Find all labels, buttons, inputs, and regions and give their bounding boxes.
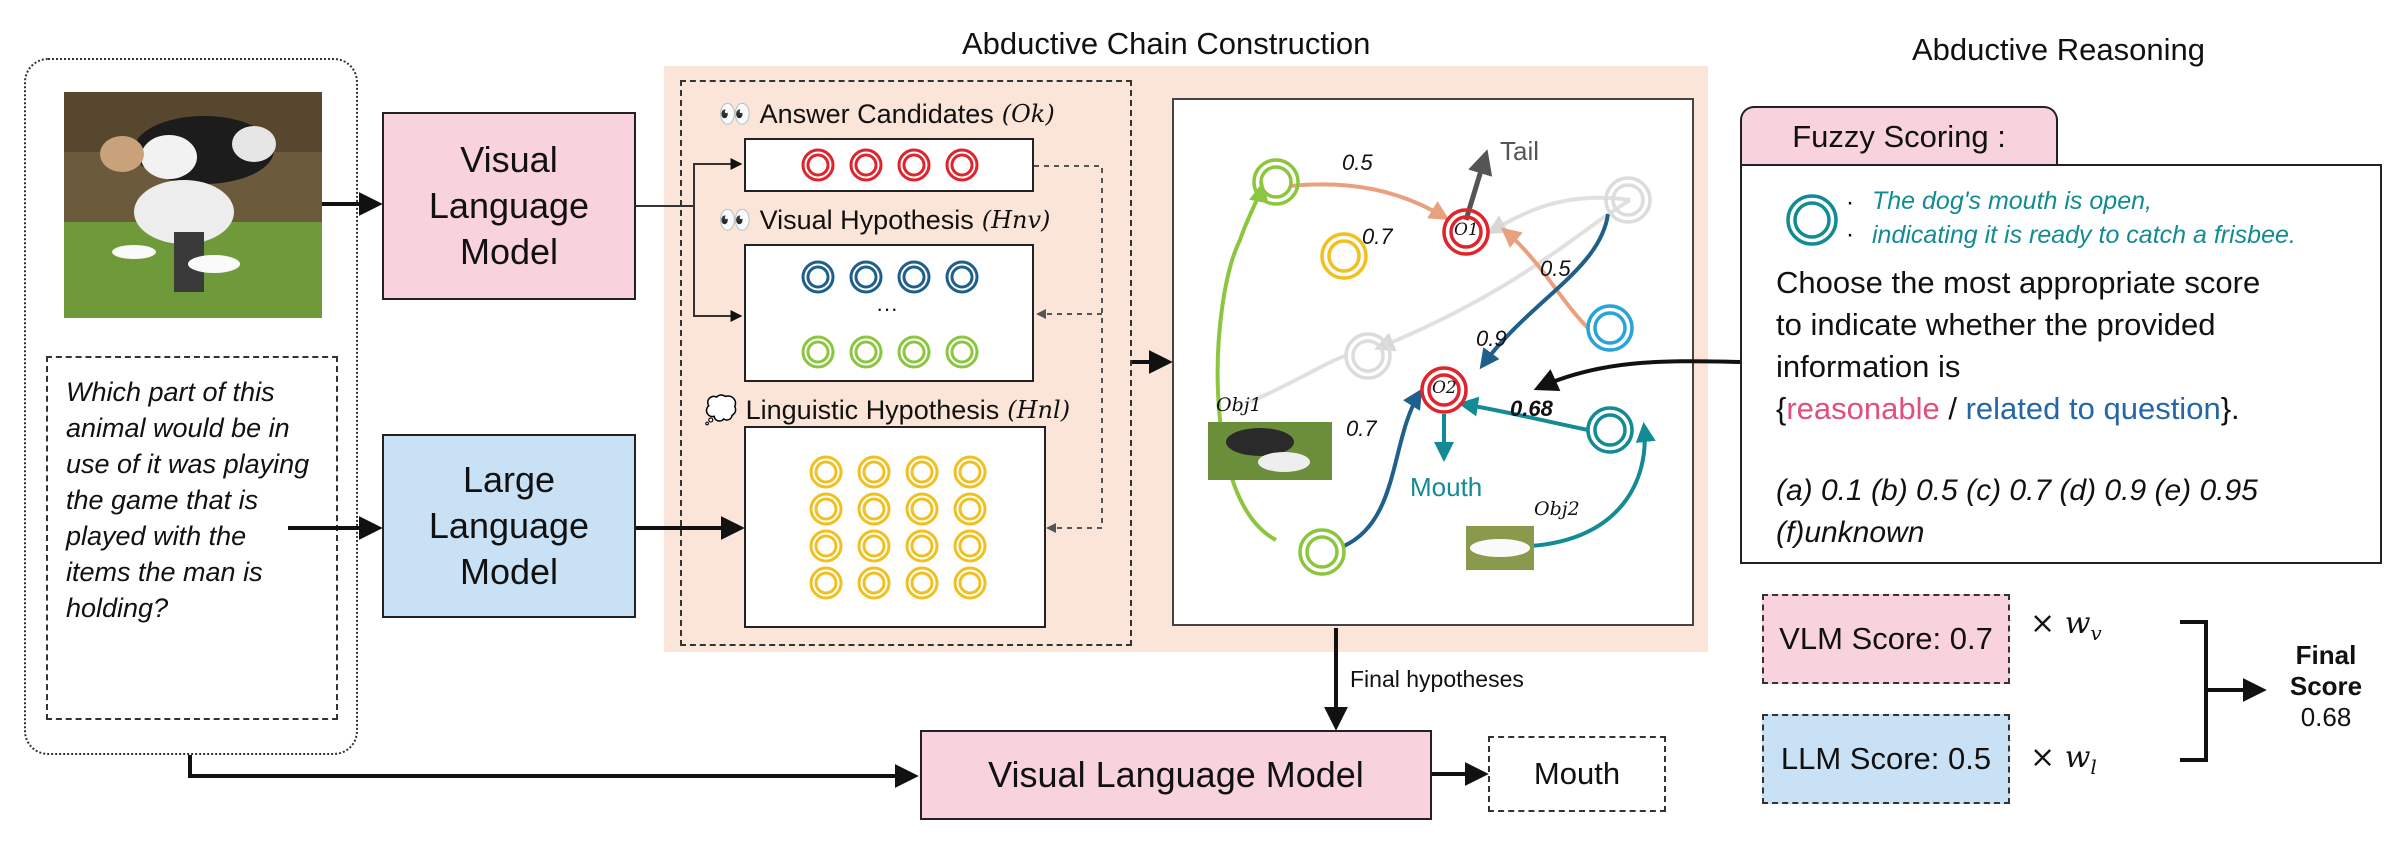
hypothesis-example: The dog's mouth is open, indicating it i… bbox=[1872, 187, 2296, 249]
hypothesis-panel bbox=[680, 80, 1132, 646]
eyes-icon: 👀 bbox=[718, 99, 752, 129]
o2-label: O2 bbox=[1432, 378, 1457, 398]
obj1-photo bbox=[1208, 422, 1332, 480]
reasoning-title: Abductive Reasoning bbox=[1912, 32, 2205, 67]
visual-hypothesis-node bbox=[945, 260, 979, 294]
vlm-bottom: Visual Language Model bbox=[920, 730, 1432, 820]
llm-weight: × wl bbox=[2030, 740, 2097, 779]
visual-hypothesis-node bbox=[801, 335, 835, 369]
vlm-score-box: VLM Score: 0.7 bbox=[1762, 594, 2010, 684]
linguistic-hypothesis-node bbox=[953, 566, 987, 600]
visual-hypothesis-box bbox=[744, 244, 1034, 382]
criterion-related: related to question bbox=[1965, 391, 2221, 426]
edge-weight-6: 0.68 bbox=[1510, 396, 1553, 421]
edge-weight-1: 0.5 bbox=[1342, 150, 1373, 175]
vlm-top: Visual Language Model bbox=[382, 112, 636, 300]
criterion-reasonable: reasonable bbox=[1786, 391, 1940, 426]
vlm-weight: × wv bbox=[2030, 606, 2102, 645]
linguistic-hypothesis-label: 💭 Linguistic Hypothesis (Hnl) bbox=[704, 394, 1071, 426]
mouth-label: Mouth bbox=[1410, 472, 1483, 502]
feedback-to-linguistic-arrow bbox=[1034, 165, 1103, 533]
linguistic-hypothesis-node bbox=[809, 455, 843, 489]
edge-weight-5: 0.7 bbox=[1346, 416, 1377, 441]
visual-hypothesis-node bbox=[897, 260, 931, 294]
final-hypotheses-label: Final hypotheses bbox=[1350, 666, 1524, 692]
answer-candidates-box bbox=[744, 138, 1034, 192]
input-photo bbox=[64, 92, 322, 318]
fuzzy-box bbox=[1740, 164, 2382, 564]
llm-score-box: LLM Score: 0.5 bbox=[1762, 714, 2010, 804]
edge-weight-4: 0.9 bbox=[1476, 326, 1507, 351]
visual-hypothesis-node bbox=[945, 335, 979, 369]
svg-text:·: · bbox=[1846, 221, 1854, 248]
visual-hypothesis-node bbox=[849, 335, 883, 369]
input-panel bbox=[24, 58, 358, 755]
visual-hypothesis-node bbox=[849, 260, 883, 294]
linguistic-hypothesis-node bbox=[857, 492, 891, 526]
graph bbox=[1208, 149, 1656, 576]
vlm-to-visual-arrow bbox=[693, 206, 743, 322]
linguistic-hypothesis-node bbox=[809, 566, 843, 600]
edge-weight-2: 0.7 bbox=[1362, 224, 1393, 249]
score-bracket bbox=[2180, 620, 2208, 762]
visual-hypothesis-node bbox=[897, 335, 931, 369]
llm-box: Large Language Model bbox=[382, 434, 636, 618]
linguistic-hypothesis-node bbox=[905, 455, 939, 489]
linguistic-hypothesis-node bbox=[953, 455, 987, 489]
fuzzy-prompt: Choose the most appropriate score to ind… bbox=[1776, 262, 2260, 430]
question-text: Which part of this animal would be in us… bbox=[66, 377, 310, 623]
linguistic-hypothesis-node bbox=[905, 529, 939, 563]
criteria-line: {reasonable / related to question}. bbox=[1776, 391, 2240, 426]
obj2-label: Obj2 bbox=[1534, 498, 1580, 520]
tail-label: Tail bbox=[1500, 136, 1540, 166]
score-options: (a) 0.1 (b) 0.5 (c) 0.7 (d) 0.9 (e) 0.95… bbox=[1776, 474, 2258, 549]
fuzzy-tab: Fuzzy Scoring : bbox=[1740, 106, 2058, 166]
linguistic-hypothesis-node bbox=[857, 455, 891, 489]
answer-candidates-label: 👀 Answer Candidates (Ok) bbox=[718, 98, 1055, 130]
linguistic-hypothesis-node bbox=[953, 529, 987, 563]
visual-hypothesis-label: 👀 Visual Hypothesis (Hnv) bbox=[718, 204, 1051, 236]
linguistic-hypothesis-node bbox=[905, 566, 939, 600]
answer-candidate-node bbox=[897, 148, 931, 182]
linguistic-hypothesis-node bbox=[857, 566, 891, 600]
eyes-icon: 👀 bbox=[718, 205, 752, 235]
linguistic-hypothesis-node bbox=[905, 492, 939, 526]
linguistic-hypothesis-node bbox=[809, 492, 843, 526]
answer-candidate-node bbox=[945, 148, 979, 182]
fuzzy-to-graph-arrow bbox=[1533, 359, 1741, 392]
edge-weight-3: 0.5 bbox=[1540, 256, 1571, 281]
visual-ellipsis: ··· bbox=[876, 296, 898, 321]
graph-box bbox=[1172, 98, 1694, 626]
visual-hypothesis-node bbox=[801, 260, 835, 294]
linguistic-hypothesis-node bbox=[857, 529, 891, 563]
question-box: Which part of this animal would be in us… bbox=[46, 356, 338, 720]
svg-text:·: · bbox=[1846, 189, 1854, 216]
linguistic-hypothesis-node bbox=[953, 492, 987, 526]
construction-title: Abductive Chain Construction bbox=[962, 26, 1371, 61]
o1-label: O1 bbox=[1454, 220, 1479, 240]
vlm-to-answers-arrow bbox=[636, 158, 743, 207]
linguistic-hypothesis-node bbox=[809, 529, 843, 563]
answer-candidate-node bbox=[849, 148, 883, 182]
final-score: Final Score 0.68 bbox=[2289, 640, 2363, 732]
obj2-photo bbox=[1466, 526, 1534, 570]
thought-bubble-icon: 💭 bbox=[704, 395, 738, 425]
linguistic-hypothesis-box bbox=[744, 426, 1046, 628]
input-to-bottom-vlm-arrow bbox=[188, 755, 919, 788]
output-answer-box: Mouth bbox=[1488, 736, 1666, 812]
obj1-label: Obj1 bbox=[1216, 394, 1262, 416]
answer-candidate-node bbox=[801, 148, 835, 182]
